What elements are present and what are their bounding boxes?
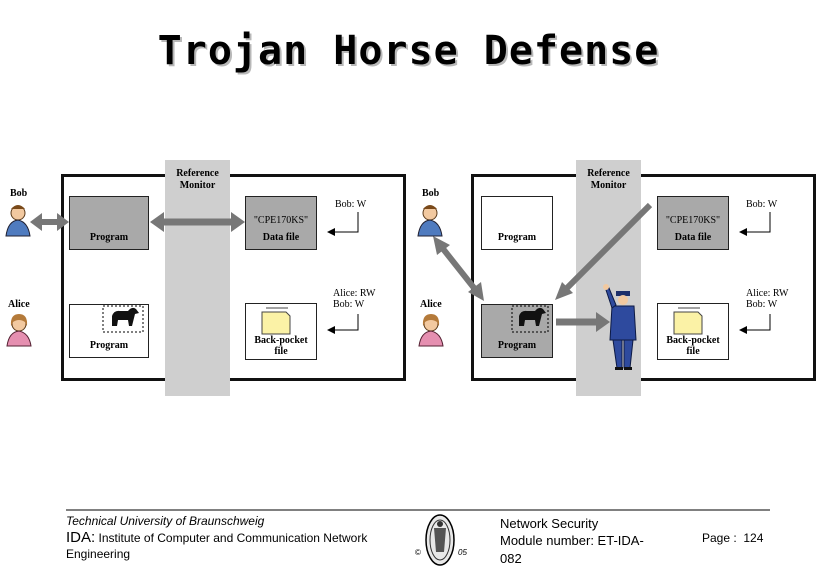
left-program-top: Program bbox=[69, 196, 149, 250]
right-program-guard-arrow bbox=[556, 312, 610, 332]
left-monitor-label: Reference Monitor bbox=[176, 168, 219, 191]
left-reference-monitor bbox=[165, 160, 230, 396]
right-backpocket-label: Back-pocket file bbox=[666, 335, 720, 357]
left-program-bottom-label: Program bbox=[89, 340, 129, 351]
right-acl-top: Bob: W bbox=[746, 199, 778, 210]
police-officer-icon bbox=[603, 284, 637, 370]
right-trojan-horse-icon bbox=[511, 305, 549, 333]
footer-page: Page : 124 bbox=[702, 531, 764, 545]
left-trojan-horse-icon bbox=[102, 305, 144, 333]
right-system-frame bbox=[471, 174, 816, 381]
right-data-file: "CPE170KS" Data file bbox=[657, 196, 729, 250]
left-program-top-label: Program bbox=[89, 232, 129, 243]
left-bob-person-icon bbox=[5, 205, 31, 237]
seal-copyright: © bbox=[415, 548, 421, 557]
footer-module: Module number: ET-IDA- 082 bbox=[500, 533, 644, 566]
left-backpocket-label: Back-pocket file bbox=[254, 335, 308, 357]
right-datafile-name: "CPE170KS" bbox=[665, 215, 721, 226]
slide-title: Trojan Horse Defense bbox=[157, 28, 660, 74]
left-data-file: "CPE170KS" Data file bbox=[245, 196, 317, 250]
left-acl-pointer-bottom bbox=[327, 314, 359, 334]
left-system-frame bbox=[61, 174, 406, 381]
right-acl-pointer-top bbox=[739, 212, 771, 236]
footer-course: Network Security bbox=[500, 516, 599, 531]
right-alice-label: Alice bbox=[420, 299, 442, 310]
left-acl-top: Bob: W bbox=[335, 199, 367, 210]
right-program-top-label: Program bbox=[497, 232, 537, 243]
left-alice-person-icon bbox=[6, 314, 32, 347]
left-bob-program-arrow bbox=[30, 213, 69, 231]
right-alice-person-icon bbox=[418, 314, 444, 347]
left-datafile-label: Data file bbox=[262, 232, 300, 243]
right-program-bottom: Program bbox=[481, 304, 553, 358]
right-acl-bottom: Alice: RW Bob: W bbox=[746, 288, 789, 310]
right-bob-person-icon bbox=[417, 205, 443, 237]
right-program-top: Program bbox=[481, 196, 553, 250]
university-seal-icon bbox=[425, 514, 455, 566]
right-bob-label: Bob bbox=[422, 188, 440, 199]
footer-ida-text: Institute of Computer and Communication … bbox=[66, 531, 368, 561]
left-program-datafile-arrow bbox=[150, 212, 245, 232]
left-datafile-name: "CPE170KS" bbox=[253, 215, 309, 226]
left-bob-label: Bob bbox=[10, 188, 28, 199]
left-acl-pointer-top bbox=[327, 212, 359, 236]
footer-ida: IDA: Institute of Computer and Communica… bbox=[66, 530, 406, 562]
right-monitor-label: Reference Monitor bbox=[587, 168, 630, 191]
footer-ida-prefix: IDA: bbox=[66, 529, 96, 546]
right-acl-pointer-bottom bbox=[739, 314, 771, 334]
seal-year: 05 bbox=[458, 548, 467, 557]
left-folder-icon bbox=[261, 307, 291, 335]
right-datafile-label: Data file bbox=[674, 232, 712, 243]
left-acl-bottom: Alice: RW Bob: W bbox=[333, 288, 376, 310]
right-program-bottom-label: Program bbox=[497, 340, 537, 351]
right-bob-program-arrow bbox=[433, 236, 484, 301]
left-alice-label: Alice bbox=[8, 299, 30, 310]
footer-university: Technical University of Braunschweig bbox=[66, 514, 265, 528]
right-folder-icon bbox=[673, 307, 703, 335]
right-datafile-program-arrow bbox=[555, 202, 653, 300]
